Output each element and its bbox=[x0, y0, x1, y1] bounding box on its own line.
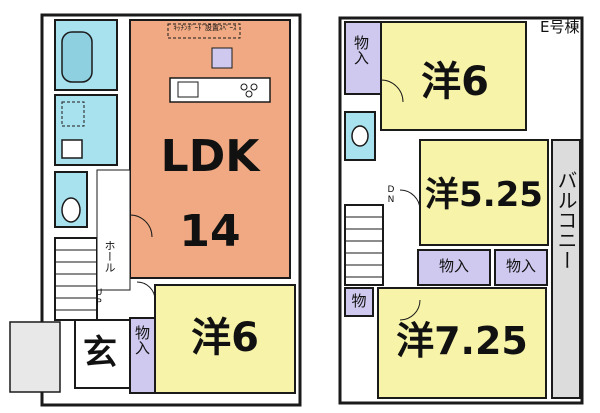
western-room-top-2f-label: 洋6 bbox=[421, 59, 489, 105]
toilet-icon-2f bbox=[351, 125, 369, 147]
western-room-1f-label: 洋6 bbox=[191, 315, 259, 361]
building-label: E号棟 bbox=[540, 18, 580, 36]
ldk-room bbox=[129, 19, 291, 279]
storage-1f bbox=[129, 317, 156, 394]
entrance-porch bbox=[9, 321, 61, 393]
sink-icon bbox=[177, 81, 199, 98]
ldk-size: 14 bbox=[179, 206, 241, 257]
hall bbox=[96, 169, 131, 291]
balcony-label: バルコニー bbox=[554, 170, 578, 270]
bathtub bbox=[61, 31, 93, 83]
storage-top-2f-label: 物入 bbox=[352, 35, 370, 65]
toilet-icon bbox=[61, 197, 81, 223]
kitchen-board-space bbox=[167, 23, 241, 39]
storage-b-2f-label: 物入 bbox=[505, 257, 536, 275]
washbasin bbox=[61, 139, 83, 159]
storage-1f-label: 物入 bbox=[133, 325, 151, 355]
hall-label: ホール bbox=[103, 240, 116, 273]
western-room-bottom-2f-label: 洋7.25 bbox=[396, 319, 528, 363]
western-room-mid-2f-label: 洋5.25 bbox=[425, 175, 543, 215]
western-room-mid-2f bbox=[419, 139, 549, 246]
stair-dn-label: DN bbox=[386, 185, 396, 205]
ldk-label: LDK bbox=[160, 131, 260, 182]
washing-machine-space bbox=[61, 101, 85, 127]
kitchen-note: ｷｯﾁﾝﾎﾞｰﾄﾞ設置ｽﾍﾟｰｽ bbox=[173, 24, 237, 32]
storage-small-2f-label: 物 bbox=[351, 292, 367, 310]
western-room-top-2f bbox=[380, 21, 527, 131]
balcony bbox=[551, 139, 581, 399]
stairs-1f bbox=[54, 237, 98, 321]
storage-small-2f bbox=[344, 287, 374, 317]
western-room-bottom-2f bbox=[377, 287, 547, 399]
storage-b-2f bbox=[494, 249, 548, 286]
storage-a-2f bbox=[417, 249, 491, 286]
storage-a-2f-label: 物入 bbox=[438, 257, 469, 275]
entrance bbox=[74, 319, 131, 389]
stair-up-label: UP bbox=[94, 288, 104, 308]
entrance-label: 玄 bbox=[83, 333, 117, 373]
stairs-2f bbox=[344, 204, 384, 286]
refrigerator-space bbox=[211, 47, 233, 69]
stove-icon bbox=[240, 83, 248, 91]
